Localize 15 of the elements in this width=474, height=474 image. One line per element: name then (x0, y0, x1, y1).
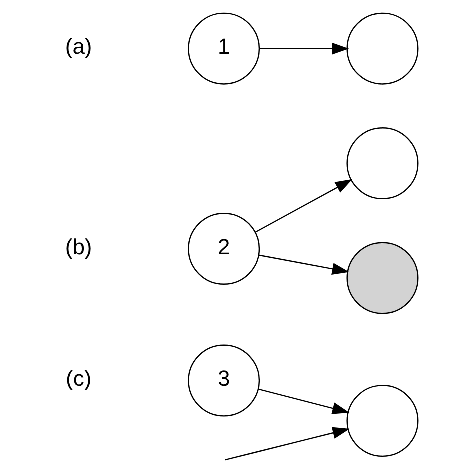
node-circle (346, 12, 418, 85)
node-circle: 3 (188, 344, 260, 417)
arrow (258, 388, 350, 414)
node-circle (346, 385, 418, 458)
node-circle (346, 128, 418, 200)
label: (b) (64, 234, 92, 260)
arrow (224, 427, 350, 461)
node-circle (346, 242, 418, 314)
arrow (258, 254, 349, 275)
arrow (259, 42, 349, 55)
node-circle: 2 (188, 212, 260, 285)
node-circle: 1 (188, 12, 260, 85)
label: (a) (64, 34, 92, 60)
label: (c) (66, 366, 92, 392)
arrow (254, 179, 352, 234)
